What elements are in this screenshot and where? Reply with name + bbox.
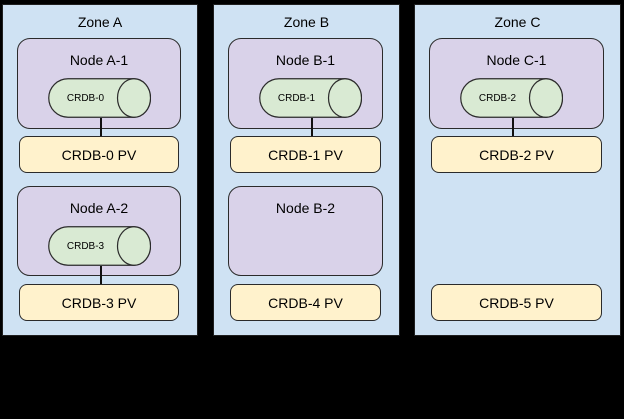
zone-b: Zone B Node B-1 CRDB-1 CRDB-1 PV Node B-… [213,4,400,336]
pv-label: CRDB-3 PV [61,294,137,311]
pv-connector [100,266,102,284]
node-label: Node C-1 [486,52,547,68]
zone-c: Zone C Node C-1 CRDB-2 CRDB-2 PV CRDB-5 … [414,4,621,336]
zone-label: Zone B [283,14,330,30]
zone-label: Zone A [77,14,123,30]
pv-label: CRDB-4 PV [268,294,343,311]
cylinder-icon [259,78,362,118]
cylinder-icon [48,226,151,266]
pv-label: CRDB-0 PV [61,146,137,163]
pod-label: CRDB-0 [66,92,105,104]
cylinder-icon [460,78,563,118]
pod-label: CRDB-3 [66,240,105,252]
pv-connector [100,118,102,136]
pod-label: CRDB-2 [478,92,517,104]
pv-label: CRDB-2 PV [479,146,554,163]
node-label: Node A-2 [69,200,129,216]
pod-label: CRDB-1 [277,92,316,104]
pv-connector [512,118,514,136]
pv-label: CRDB-1 PV [268,146,343,163]
pv-connector [311,118,313,136]
node-label: Node B-2 [275,200,336,216]
pod-crdb-2: CRDB-2 [460,78,563,118]
node-label: Node B-1 [275,52,336,68]
node-label: Node A-1 [69,52,129,68]
pv-crdb-3: CRDB-3 PV [19,284,179,321]
zone-a: Zone A Node A-1 CRDB-0 CRDB-0 PV Node A-… [2,4,198,336]
pod-crdb-0: CRDB-0 [48,78,151,118]
pv-crdb-1: CRDB-1 PV [230,136,381,173]
node-b-2: Node B-2 [228,186,383,276]
pv-crdb-4: CRDB-4 PV [230,284,381,321]
pv-label: CRDB-5 PV [479,294,554,311]
pv-crdb-2: CRDB-2 PV [431,136,602,173]
zone-label: Zone C [494,14,541,30]
pod-crdb-1: CRDB-1 [259,78,362,118]
pv-crdb-0: CRDB-0 PV [19,136,179,173]
pod-crdb-3: CRDB-3 [48,226,151,266]
cylinder-icon [48,78,151,118]
pv-crdb-5: CRDB-5 PV [431,284,602,321]
